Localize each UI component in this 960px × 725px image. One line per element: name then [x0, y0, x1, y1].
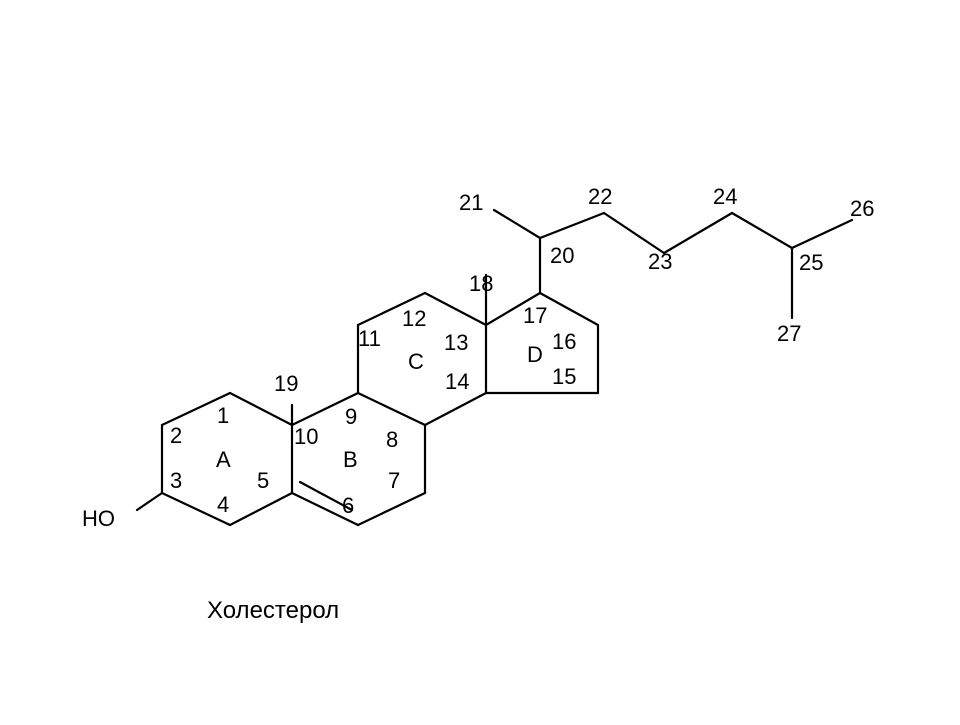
atom-number-1: 1 [217, 403, 229, 428]
bond-c14-c8 [423, 391, 488, 427]
atom-number-16: 16 [552, 329, 576, 354]
bond-c1-c2 [160, 391, 232, 427]
atom-number-4: 4 [217, 492, 229, 517]
bond-c3-c4 [160, 491, 232, 527]
atom-number-5: 5 [257, 468, 269, 493]
atom-number-26: 26 [850, 196, 874, 221]
atom-number-22: 22 [588, 184, 612, 209]
ring-label-a: A [216, 447, 231, 472]
bond-c6-c7 [356, 491, 427, 527]
atom-number-25: 25 [799, 250, 823, 275]
compound-caption: Холестерол [207, 597, 339, 624]
double-bond-c5-c6 [298, 480, 354, 512]
ring-label-c: C [408, 349, 424, 374]
atom-number-15: 15 [552, 364, 576, 389]
atom-number-19: 19 [274, 371, 298, 396]
bond-c3-o [135, 491, 164, 512]
atom-number-2: 2 [170, 423, 182, 448]
bond-c22-c23 [602, 211, 666, 255]
bond-c20-c21 [492, 208, 542, 240]
bond-c4-c5 [228, 491, 294, 527]
bond-c16-c17 [538, 291, 600, 327]
atom-number-18: 18 [469, 271, 493, 296]
bond-c10-c1 [228, 391, 294, 427]
bond-c20-c22 [538, 211, 606, 240]
bond-c17-c13 [484, 291, 542, 327]
atom-number-6: 6 [342, 493, 354, 518]
ring-label-d: D [527, 342, 543, 367]
hydroxyl-label: HO [82, 506, 115, 531]
bond-c8-c9 [356, 391, 427, 427]
atom-number-21: 21 [459, 190, 483, 215]
atom-number-3: 3 [170, 468, 182, 493]
bond-c25-c26 [790, 218, 854, 250]
bond-c23-c24 [662, 211, 734, 255]
bond-c9-c10 [290, 391, 360, 427]
atom-number-14: 14 [445, 369, 469, 394]
atom-number-20: 20 [550, 243, 574, 268]
bond-c24-c25 [730, 211, 794, 250]
bond-c5-c6 [290, 491, 360, 527]
atom-number-24: 24 [713, 184, 737, 209]
bond-lines [135, 208, 854, 527]
atom-number-13: 13 [444, 330, 468, 355]
atom-number-27: 27 [777, 321, 801, 346]
ring-label-b: B [343, 447, 358, 472]
atom-number-8: 8 [386, 427, 398, 452]
atom-number-10: 10 [294, 424, 318, 449]
bond-c11-c12 [356, 291, 427, 327]
atom-number-11: 11 [358, 326, 381, 351]
atom-number-7: 7 [388, 468, 400, 493]
atom-number-12: 12 [402, 306, 426, 331]
atom-number-23: 23 [648, 249, 672, 274]
atom-number-17: 17 [523, 303, 547, 328]
atom-number-9: 9 [345, 404, 357, 429]
bond-c12-c13 [423, 291, 488, 327]
